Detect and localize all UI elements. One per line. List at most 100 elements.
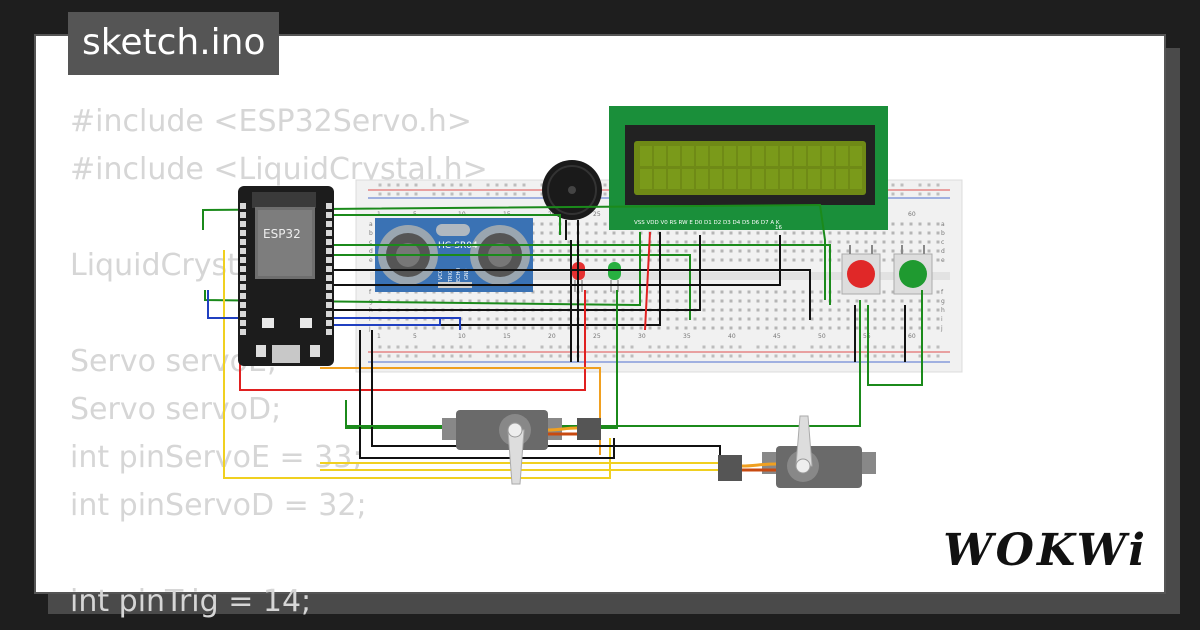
button-red[interactable] [841,245,881,295]
code-line: int pinServoE = 33; [70,440,363,475]
lcd-cell [766,146,778,166]
breadboard-col-number: 50 [818,333,826,340]
breadboard-row-letter: a [369,221,373,228]
lcd-cell [738,169,750,189]
code-line: Servo servoD; [70,392,282,427]
breadboard-col-number: 60 [908,333,916,340]
esp32-pin [326,320,332,326]
code-line: #include <ESP32Servo.h> [70,104,472,139]
lcd-cell [640,146,652,166]
esp32-pin [240,284,246,290]
lcd-cell [850,146,862,166]
breadboard-row-letter: e [941,257,945,264]
breadboard-row-letter: a [941,221,945,228]
lcd-cell [654,146,666,166]
lcd-cell [836,169,848,189]
esp32-pin [326,203,332,209]
breadboard-col-number: 25 [593,333,601,340]
sonar-pin-vcc: VCC [438,269,444,280]
breadboard-row-letter: b [941,230,945,237]
esp32-pin [326,311,332,317]
esp32-pins [240,203,332,335]
esp32-pin [240,257,246,263]
breadboard-col-number: 45 [773,333,781,340]
esp32-pin [326,257,332,263]
code-line: int pinServoD = 32; [70,488,367,523]
lcd-cell [822,169,834,189]
code-line: #include <LiquidCrystal.h> [70,152,488,187]
breadboard-col-number: 10 [458,333,466,340]
lcd-character-cells [640,146,862,189]
lcd-pin-labels: VSS VDD V0 RS RW E D0 D1 D2 D3 D4 D5 D6 … [634,220,780,226]
lcd-cell [668,146,680,166]
breadboard-row-letter: c [369,239,372,246]
lcd-cell [850,169,862,189]
lcd-cell [808,146,820,166]
esp32-pin [326,266,332,272]
esp32-pin [240,320,246,326]
breadboard-col-number: 20 [548,333,556,340]
breadboard-col-number: 55 [863,333,871,340]
code-line: int pinTrig = 14; [70,584,312,619]
esp32-pin [240,248,246,254]
breadboard-row-letter: i [369,316,371,323]
lcd-cell [654,169,666,189]
breadboard-row-letter: c [941,239,944,246]
breadboard-row-letter: d [941,248,945,255]
breadboard-row-letter: j [940,325,943,332]
button-green[interactable] [893,245,933,295]
lcd-cell [724,169,736,189]
breadboard-row-letter: f [941,289,944,296]
breadboard-row-letter: i [941,316,943,323]
sonar-pin-trig: TRIG [448,270,454,283]
esp32-pin [326,212,332,218]
esp32-pin [326,293,332,299]
lcd-cell [822,146,834,166]
esp32-pin [326,329,332,335]
esp32-pin [240,311,246,317]
lcd-cell [780,146,792,166]
esp32-pin [240,230,246,236]
servo-left [442,410,601,485]
esp32-pin [240,212,246,218]
lcd-display: VSS VDD V0 RS RW E D0 D1 D2 D3 D4 D5 D6 … [609,106,888,231]
breadboard-col-number: 35 [683,333,691,340]
servo-right [718,415,876,488]
wokwi-logo: WOKWi [943,525,1148,576]
esp32-pin [326,248,332,254]
esp32-pin [326,284,332,290]
lcd-cell [682,146,694,166]
esp32-pin [326,239,332,245]
wires [202,203,923,479]
breadboard-row-letter: e [369,257,373,264]
esp32-pin [240,329,246,335]
esp32-pin [240,266,246,272]
esp32-pin [326,230,332,236]
lcd-cell [794,146,806,166]
esp32-pin [240,221,246,227]
lcd-pin-16: 16 [775,225,782,231]
lcd-cell [710,146,722,166]
breadboard-row-letter: d [369,248,373,255]
lcd-cell [836,146,848,166]
lcd-cell [682,169,694,189]
breadboard-col-number: 5 [413,333,417,340]
breadboard-col-number: 25 [593,211,601,218]
file-tab[interactable]: sketch.ino [68,12,280,75]
lcd-cell [808,169,820,189]
breadboard-col-number: 40 [728,333,736,340]
lcd-cell [738,146,750,166]
lcd-cell [752,169,764,189]
lcd-cell [640,169,652,189]
esp32-pin [240,275,246,281]
esp32-label: ESP32 [263,227,301,241]
breadboard-row-letter: b [369,230,373,237]
lcd-cell [696,146,708,166]
lcd-cell [696,169,708,189]
esp32-pin [240,203,246,209]
lcd-cell [794,169,806,189]
esp32-pin [240,293,246,299]
esp32-pin [240,302,246,308]
breadboard-col-number: 60 [908,211,916,218]
